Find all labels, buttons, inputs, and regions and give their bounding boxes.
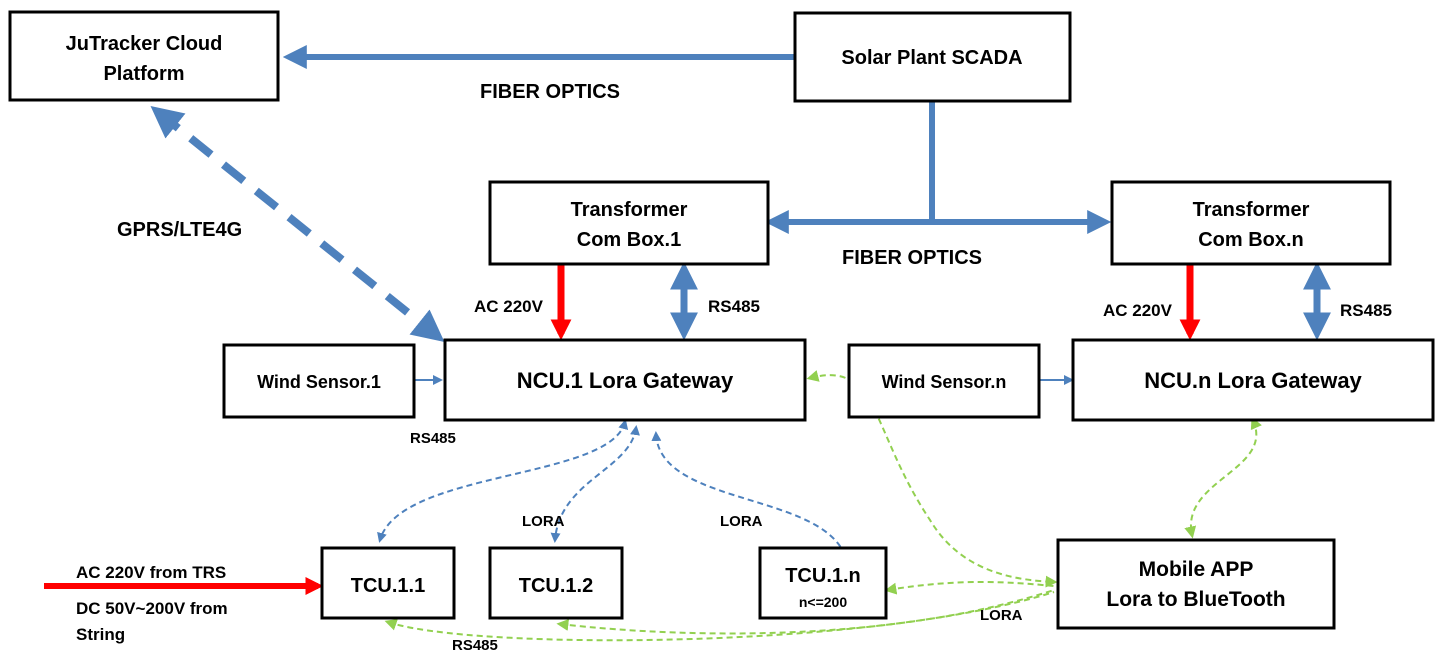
- mobile-link-ncun: [1184, 416, 1262, 539]
- node-label: Transformer: [571, 199, 688, 221]
- node-label: Mobile APP: [1139, 558, 1254, 581]
- gprs-link-cloud-ncu1: [150, 105, 445, 343]
- node-label: Solar Plant SCADA: [841, 47, 1022, 69]
- node-label: JuTracker Cloud: [66, 33, 223, 55]
- lora-link-ncu1-tcu12: [550, 425, 640, 543]
- node-label: Platform: [103, 63, 184, 85]
- label-fiber-optics-mid: FIBER OPTICS: [842, 247, 982, 269]
- label-fiber-optics-top: FIBER OPTICS: [480, 81, 620, 103]
- node-label: Com Box.n: [1198, 229, 1304, 251]
- label-dc-input-line2: String: [76, 625, 125, 644]
- node-label: NCU.1 Lora Gateway: [517, 368, 734, 393]
- node-wind-sensor-1: Wind Sensor.1: [222, 343, 416, 419]
- mobile-link-tcu11: [384, 591, 1055, 642]
- node-tcu-1-1: TCU.1.1: [320, 546, 456, 620]
- node-label: Com Box.1: [577, 229, 681, 251]
- lora-link-ncu1-tcu1n: [651, 431, 853, 571]
- node-label: TCU.1.1: [351, 575, 425, 597]
- label-ac-220v-n: AC 220V: [1103, 301, 1173, 320]
- node-ncu-n-lora-gateway: NCU.n Lora Gateway: [1071, 338, 1435, 422]
- label-lora-left: LORA: [522, 513, 565, 530]
- label-lora-right: LORA: [720, 513, 763, 530]
- node-ncu-1-lora-gateway: NCU.1 Lora Gateway: [443, 338, 807, 422]
- mobile-link-tcu1n: [884, 581, 1055, 595]
- node-label: Lora to BlueTooth: [1106, 588, 1285, 611]
- node-tcu-1-2: TCU.1.2: [488, 546, 624, 620]
- node-transformer-combox-n: Transformer Com Box.n: [1110, 180, 1392, 266]
- node-tcu-1-n: TCU.1.n n<=200: [758, 546, 888, 620]
- node-transformer-combox-1: Transformer Com Box.1: [488, 180, 770, 266]
- node-mobile-app: Mobile APP Lora to BlueTooth: [1056, 538, 1336, 630]
- label-rs485-1: RS485: [708, 297, 760, 316]
- label-rs485-wind: RS485: [410, 430, 456, 447]
- label-rs485-n: RS485: [1340, 301, 1392, 320]
- node-label: Wind Sensor.1: [257, 372, 381, 392]
- node-label: NCU.n Lora Gateway: [1144, 368, 1362, 393]
- node-sublabel: n<=200: [799, 594, 847, 610]
- label-ac-220v-1: AC 220V: [474, 297, 544, 316]
- node-label: TCU.1.2: [519, 575, 593, 597]
- label-gprs-lte4g: GPRS/LTE4G: [117, 219, 242, 241]
- node-wind-sensor-n: Wind Sensor.n: [847, 343, 1041, 419]
- node-label: TCU.1.n: [785, 565, 861, 587]
- node-label: Transformer: [1193, 199, 1310, 221]
- node-label: Wind Sensor.n: [882, 372, 1007, 392]
- label-lora-mobile: LORA: [980, 607, 1023, 624]
- node-solar-plant-scada: Solar Plant SCADA: [793, 11, 1072, 103]
- label-dc-input-line1: DC 50V~200V from: [76, 599, 228, 618]
- node-cloud-platform: JuTracker Cloud Platform: [8, 10, 280, 102]
- label-rs485-bottom: RS485: [452, 637, 498, 653]
- label-ac-input: AC 220V from TRS: [76, 563, 226, 582]
